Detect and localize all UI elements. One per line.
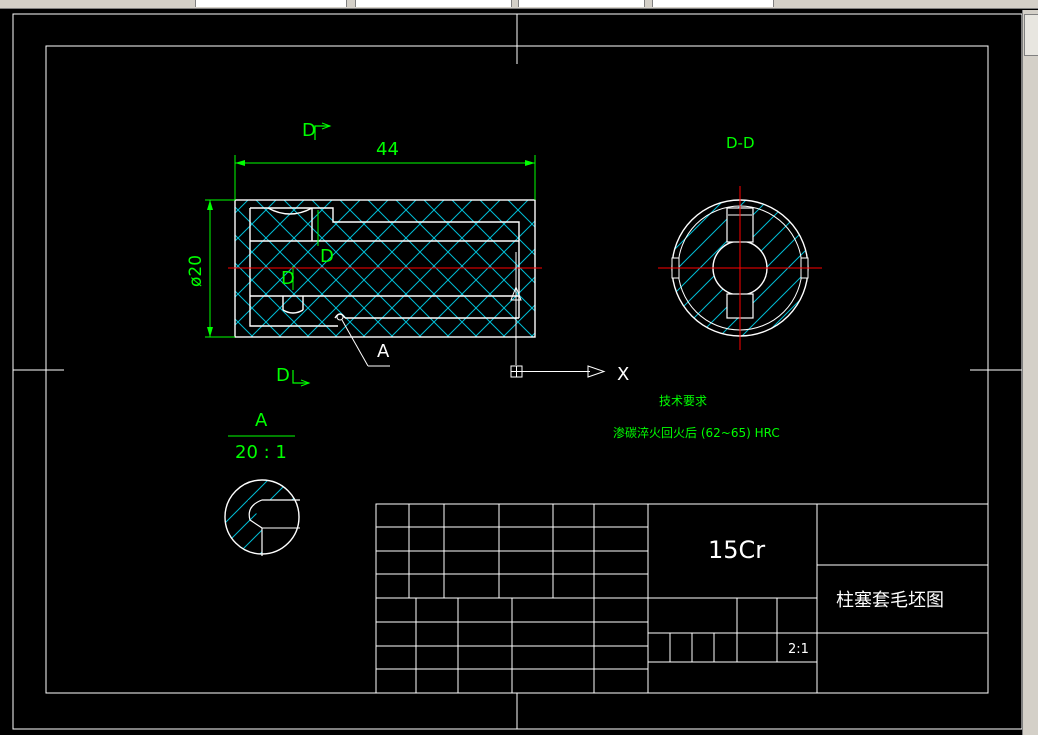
section-mark-inner-1: D xyxy=(320,246,334,267)
scrollbar-thumb[interactable] xyxy=(1024,14,1038,56)
dim-diameter-text: ø20 xyxy=(186,255,206,287)
vertical-scrollbar[interactable] xyxy=(1022,10,1038,735)
title-block-drawing-name: 柱塞套毛坯图 xyxy=(836,590,944,611)
section-mark-inner-2: D xyxy=(281,268,295,289)
tech-req-title: 技术要求 xyxy=(659,394,707,408)
section-view-title: D-D xyxy=(726,134,755,152)
toolbar-field-2[interactable] xyxy=(355,0,512,7)
section-mark-d-top[interactable]: D xyxy=(302,120,332,141)
toolbar-field-1[interactable] xyxy=(195,0,347,7)
dimension-diameter[interactable]: ø20 xyxy=(186,199,235,338)
section-mark-d-bottom[interactable]: D xyxy=(276,365,311,387)
cad-toolbar xyxy=(0,0,1038,9)
ucs-x-label: X xyxy=(617,364,629,385)
tech-req-line: 渗碳淬火回火后 (62~65) HRC xyxy=(613,425,780,440)
detail-callout-leader[interactable]: A xyxy=(336,313,390,367)
title-block-material: 15Cr xyxy=(708,536,765,564)
detail-view-a[interactable]: A 20 : 1 xyxy=(224,410,300,556)
dim-length-text: 44 xyxy=(376,139,399,160)
main-section-view[interactable]: D D xyxy=(228,199,542,365)
detail-view-title: A xyxy=(255,410,268,431)
technical-requirements: 技术要求 渗碳淬火回火后 (62~65) HRC xyxy=(613,394,780,440)
toolbar-field-4[interactable] xyxy=(652,0,774,7)
detail-view-scale: 20 : 1 xyxy=(235,442,287,463)
detail-callout-text: A xyxy=(377,341,390,362)
title-block[interactable] xyxy=(375,503,989,694)
section-mark-top-text: D xyxy=(302,120,316,141)
ucs-icon: X xyxy=(510,364,629,385)
toolbar-field-3[interactable] xyxy=(518,0,645,7)
section-mark-bottom-text: D xyxy=(276,365,290,386)
title-block-scale: 2:1 xyxy=(788,642,809,657)
dimension-length[interactable]: 44 xyxy=(234,139,536,200)
section-view-dd[interactable]: D-D xyxy=(658,134,822,350)
